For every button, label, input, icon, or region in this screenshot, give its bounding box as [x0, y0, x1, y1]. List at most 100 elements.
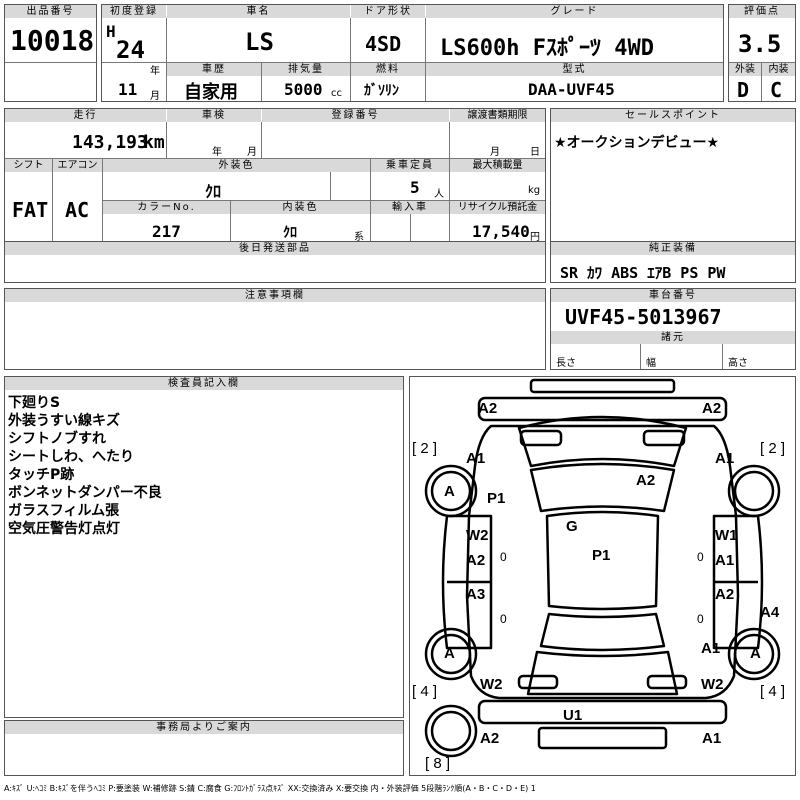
mark-a1-r: A1 [715, 450, 735, 467]
spec-box [4, 108, 546, 242]
insp-month-unit: 月 [247, 147, 257, 158]
mark-a-l1: A [444, 483, 455, 500]
shift-value: FAT [12, 198, 49, 222]
lot-label: 出品番号 [5, 5, 96, 18]
mileage-unit: km [143, 132, 165, 153]
note-line: シフトノブすれ [8, 431, 106, 447]
recycle-label: リサイクル預託金 [450, 201, 545, 214]
mark-w2-br: W2 [701, 676, 724, 693]
mileage-value: 143,193 [72, 132, 148, 153]
dims-label: 諸元 [551, 331, 795, 344]
lot-box [4, 4, 97, 102]
note-line: ガラスフィルム張 [8, 503, 120, 519]
mark-zero-1: 0 [500, 550, 507, 564]
equipment-items: SR ｶﾜ ABS ｴｱB PS PW [560, 264, 726, 282]
load-unit: kg [528, 185, 541, 196]
regno-label: 登録番号 [262, 109, 449, 122]
model-label: 型式 [426, 63, 723, 76]
color-label: 外装色 [103, 159, 370, 172]
mark-a2-tl: A2 [478, 400, 498, 417]
insp-year-unit: 年 [212, 147, 222, 158]
note-line: タッチP跡 [8, 467, 75, 483]
fuel-label: 燃料 [351, 63, 425, 76]
reg-label: 初度登録 [102, 5, 166, 18]
inspection-label: 車検 [167, 109, 261, 122]
load-label: 最大積載量 [450, 159, 545, 172]
colorno-label: カラーNo. [103, 201, 230, 214]
mark-u1: U1 [563, 707, 583, 724]
score-label: 評価点 [729, 5, 795, 18]
mark-a2-hood: A2 [636, 472, 656, 489]
model-value: DAA-UVF45 [528, 80, 615, 99]
mark-a2-tr: A2 [702, 400, 722, 417]
car-outline-diagram [424, 378, 781, 758]
car-diagram-box [409, 376, 796, 776]
fuel-value: ｶﾞｿﾘﾝ [364, 83, 399, 99]
mark-a2-l: A2 [466, 552, 486, 569]
interior-label: 内装色 [231, 201, 370, 214]
note-line: 外装うすい線キズ [8, 413, 120, 429]
transfer-month-unit: 月 [490, 147, 500, 158]
equipment-label: 純正装備 [551, 242, 795, 255]
mark-a-r2: A [750, 645, 761, 662]
note-line: ボンネットダンパー不良 [8, 485, 162, 501]
car-name: LS [245, 28, 274, 56]
mark-p1-l: P1 [487, 490, 506, 507]
mark-zero-2: 0 [697, 550, 704, 564]
dims-height: 高さ [728, 358, 748, 369]
recycle-unit: 円 [530, 232, 540, 243]
later-parts-label: 後日発送部品 [5, 242, 545, 255]
ext-grade: D [737, 78, 750, 102]
tire-br-count: [ 4 ] [760, 683, 786, 700]
dims-length: 長さ [556, 358, 576, 369]
recycle-value: 17,540 [472, 222, 530, 241]
mark-a1-mr: A1 [715, 552, 735, 569]
transfer-day-unit: 日 [530, 147, 540, 158]
mark-a1-l: A1 [466, 450, 486, 467]
grade-value: LS600h Fｽﾎﾟｰﾂ 4WD [440, 36, 654, 61]
sales-point-box [550, 108, 796, 242]
reg-year: 24 [116, 36, 145, 64]
interior-value: ｸﾛ [283, 225, 297, 241]
ext-label: 外装 [729, 63, 761, 76]
mark-zero-3: 0 [500, 612, 507, 626]
ac-label: エアコン [53, 159, 102, 172]
office-label: 事務局よりご案内 [5, 721, 403, 734]
month-unit: 月 [150, 91, 160, 102]
legend-text: A:ｷｽﾞ U:ﾍｺﾐ B:ｷｽﾞを伴うﾍｺﾐ P:要塗装 W:補修跡 S:錆 … [4, 784, 536, 793]
main-header-box [101, 4, 724, 102]
chassis-label: 車台番号 [551, 289, 795, 302]
history-value: 自家用 [184, 82, 238, 103]
sales-point-label: セールスポイント [551, 109, 795, 122]
reg-month: 11 [118, 80, 138, 99]
mark-p1-roof: P1 [592, 547, 611, 564]
spare-tire-count: [ 8 ] [425, 755, 451, 772]
door-label: ドア形状 [351, 5, 425, 18]
chassis-number: UVF45-5013967 [565, 305, 722, 329]
mark-a2-r: A2 [715, 586, 735, 603]
color-value: ｸﾛ [205, 182, 222, 201]
score-value: 3.5 [738, 30, 782, 58]
transfer-label: 譲渡書類期限 [450, 109, 545, 122]
door-type: 4SD [365, 32, 402, 56]
colorno-value: 217 [152, 222, 181, 241]
lot-divider [5, 62, 96, 63]
inspector-box [4, 376, 404, 718]
mark-a3-l: A3 [466, 586, 486, 603]
era-letter: H [106, 22, 116, 41]
int-label: 内装 [762, 63, 795, 76]
ac-value: AC [65, 198, 90, 222]
tire-tl-count: [ 2 ] [412, 440, 438, 457]
capacity-unit: 人 [434, 189, 444, 200]
mark-g: G [566, 518, 578, 535]
interior-unit: 系 [354, 232, 364, 243]
import-label: 輸入車 [371, 201, 449, 214]
name-label: 車名 [167, 5, 350, 18]
sales-point-text: ★オークションデビュー★ [554, 135, 720, 151]
mark-a-l2: A [444, 645, 455, 662]
shift-label: シフト [5, 159, 52, 172]
displacement-label: 排気量 [262, 63, 350, 76]
mark-w2-bl: W2 [480, 676, 503, 693]
mark-a1-r2: A1 [701, 640, 721, 657]
capacity-label: 乗車定員 [371, 159, 449, 172]
